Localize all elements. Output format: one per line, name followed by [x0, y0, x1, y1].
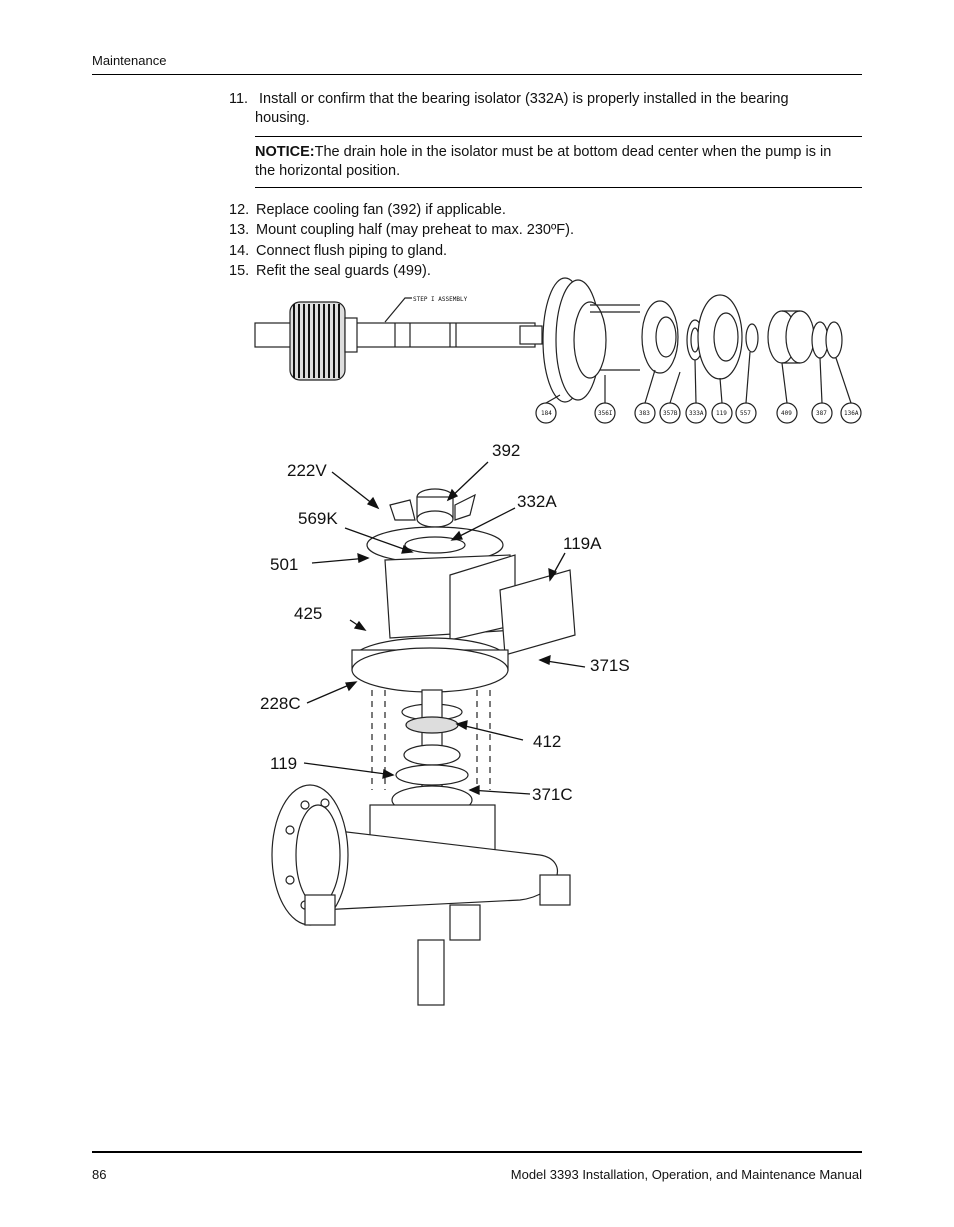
step-number: 15.	[229, 263, 250, 279]
step-number: 13.	[229, 222, 250, 238]
notice-box: NOTICE:The drain hole in the isolator mu…	[255, 143, 855, 181]
part-label: 184	[541, 410, 552, 417]
callout-119a: 119A	[563, 534, 602, 553]
part-label: 383	[639, 410, 650, 417]
step-11: 11. Install or confirm that the bearing …	[229, 90, 859, 130]
figure-bottom-pump-exploded-view	[271, 461, 586, 1006]
notice-label: NOTICE:	[255, 144, 315, 160]
step-15: 15. Refit the seal guards (499).	[229, 262, 859, 282]
step-text: Install or confirm that the bearing isol…	[259, 91, 789, 107]
callout-392: 392	[492, 441, 520, 460]
step-text-continued: housing.	[255, 110, 310, 126]
figure-bottom-callouts: 392 222V 332A 569K 119A 501 425 371S 228…	[260, 441, 630, 804]
part-label: 409	[781, 410, 792, 417]
notice-rule-top	[255, 136, 862, 137]
callout-222v: 222V	[287, 461, 327, 480]
part-label: 119	[716, 410, 727, 417]
step-text: Replace cooling fan (392) if applicable.	[256, 202, 506, 218]
step-13: 13. Mount coupling half (may preheat to …	[229, 221, 859, 241]
step-14: 14. Connect flush piping to gland.	[229, 242, 859, 262]
manual-title: Model 3393 Installation, Operation, and …	[510, 1167, 862, 1182]
assembly-label: STEP I ASSEMBLY	[413, 296, 468, 303]
callout-371s: 371S	[590, 656, 630, 675]
step-text: Mount coupling half (may preheat to max.…	[256, 222, 575, 238]
part-label: 357B	[663, 410, 678, 417]
part-label: 557	[740, 410, 751, 417]
notice-rule-bottom	[255, 187, 862, 188]
page-number: 86	[92, 1167, 107, 1182]
figure-top-exploded-view	[254, 277, 862, 424]
callout-569k: 569K	[298, 509, 338, 528]
notice-text-continued: the horizontal position.	[255, 163, 401, 179]
part-label: 333A	[689, 410, 704, 417]
callout-228c: 228C	[260, 694, 301, 713]
part-label: 136A	[844, 410, 859, 417]
step-12: 12. Replace cooling fan (392) if applica…	[229, 201, 859, 221]
notice-text: The drain hole in the isolator must be a…	[314, 144, 832, 160]
callout-501: 501	[270, 555, 298, 574]
part-label: 356I	[598, 410, 613, 417]
figure-top-part-labels: 184 356I 383 357B 333A 119 557 409 387 1…	[541, 410, 859, 417]
step-number: 12.	[229, 202, 250, 218]
footer-rule	[92, 1151, 862, 1153]
section-header: Maintenance	[92, 53, 167, 68]
header-rule	[92, 74, 862, 75]
step-number: 11.	[229, 91, 249, 107]
step-text: Connect flush piping to gland.	[256, 243, 448, 259]
step-number: 14.	[229, 243, 250, 259]
callout-425: 425	[294, 604, 322, 623]
callout-119: 119	[270, 754, 297, 773]
callout-332a: 332A	[517, 492, 557, 511]
part-label: 387	[816, 410, 827, 417]
step-text: Refit the seal guards (499).	[256, 263, 431, 279]
callout-412: 412	[533, 732, 561, 751]
callout-371c: 371C	[532, 785, 573, 804]
